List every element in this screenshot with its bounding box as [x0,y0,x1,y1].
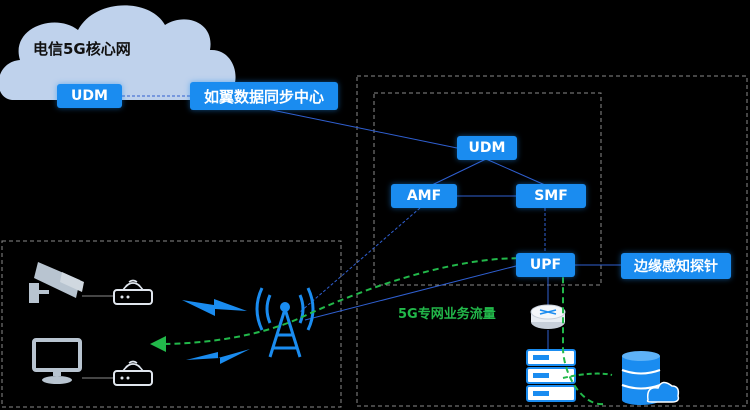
link-sync-udm [261,107,458,149]
router-icon [113,360,153,386]
amf-box: AMF [391,184,457,208]
cloud-icon [646,381,680,403]
cloud-shape [0,5,236,100]
lightning-icon [182,299,247,316]
upf-box: UPF [516,253,575,277]
lightning-icon [186,349,250,364]
link-udm-smf [485,158,546,186]
sync-center-box: 如翼数据同步中心 [190,82,338,110]
monitor-icon [32,338,82,384]
edge-probe-box: 边缘感知探针 [621,253,731,279]
antenna-icon [280,302,290,312]
cctv-camera-icon [29,262,84,303]
switch-icon [530,304,566,329]
flow-label: 5G专网业务流量 [398,307,496,322]
link-antenna-upf [304,265,517,321]
business-flow-path [150,257,604,406]
antenna-icon [255,287,315,358]
server-icon [526,349,576,402]
router-icon [113,279,153,305]
cloud-udm-box: UDM [57,84,122,108]
flow-to-database-path [562,372,613,379]
link-amf-antenna [299,207,421,313]
core-network-frame [356,75,748,407]
core-udm-box: UDM [457,136,517,160]
terminal-frame [1,240,342,408]
core-nf-frame [373,92,602,286]
link-udm-amf [431,158,487,186]
cloud-title: 电信5G核心网 [33,40,131,58]
smf-box: SMF [516,184,586,208]
